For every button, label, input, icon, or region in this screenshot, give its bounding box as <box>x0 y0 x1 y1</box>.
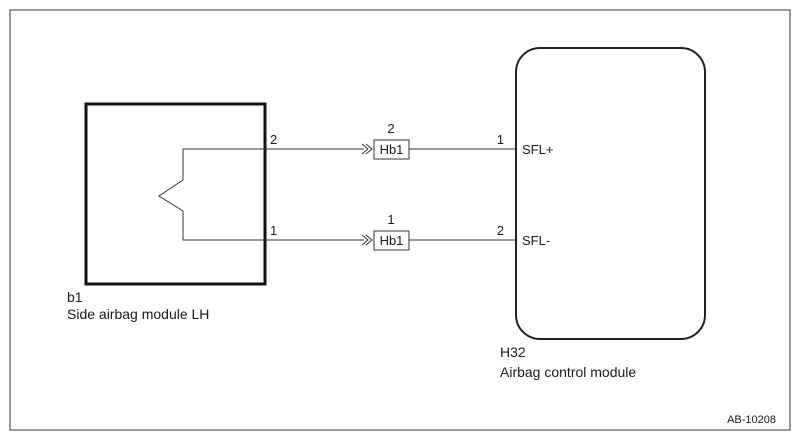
airbag-control-module-box <box>515 47 706 340</box>
side-module-pin-top: 2 <box>270 132 277 147</box>
connector-top-label: Hb1 <box>380 142 404 157</box>
connector-chevron-top-2 <box>365 143 373 155</box>
connector-bottom-pin: 1 <box>387 212 394 227</box>
connector-chevron-top <box>361 143 369 155</box>
side-airbag-module-box <box>84 102 267 286</box>
side-module-pin-bottom: 1 <box>270 223 277 238</box>
connector-top-pin: 2 <box>387 121 394 136</box>
connector-bottom-label: Hb1 <box>380 233 404 248</box>
diagram-frame <box>9 9 791 431</box>
connector-chevron-bottom <box>361 234 369 246</box>
side-module-id: b1 <box>67 289 83 305</box>
squib-symbol <box>158 148 265 241</box>
side-module-name: Side airbag module LH <box>67 306 209 322</box>
control-module-id: H32 <box>500 344 526 360</box>
control-module-pin-bottom: 2 <box>497 223 504 238</box>
control-module-pin-top: 1 <box>497 132 504 147</box>
signal-sfl-plus: SFL+ <box>522 142 553 157</box>
connector-chevron-bottom-2 <box>365 234 373 246</box>
signal-sfl-minus: SFL- <box>522 233 550 248</box>
figure-code: AB-10208 <box>727 414 776 426</box>
control-module-name: Airbag control module <box>500 364 636 380</box>
